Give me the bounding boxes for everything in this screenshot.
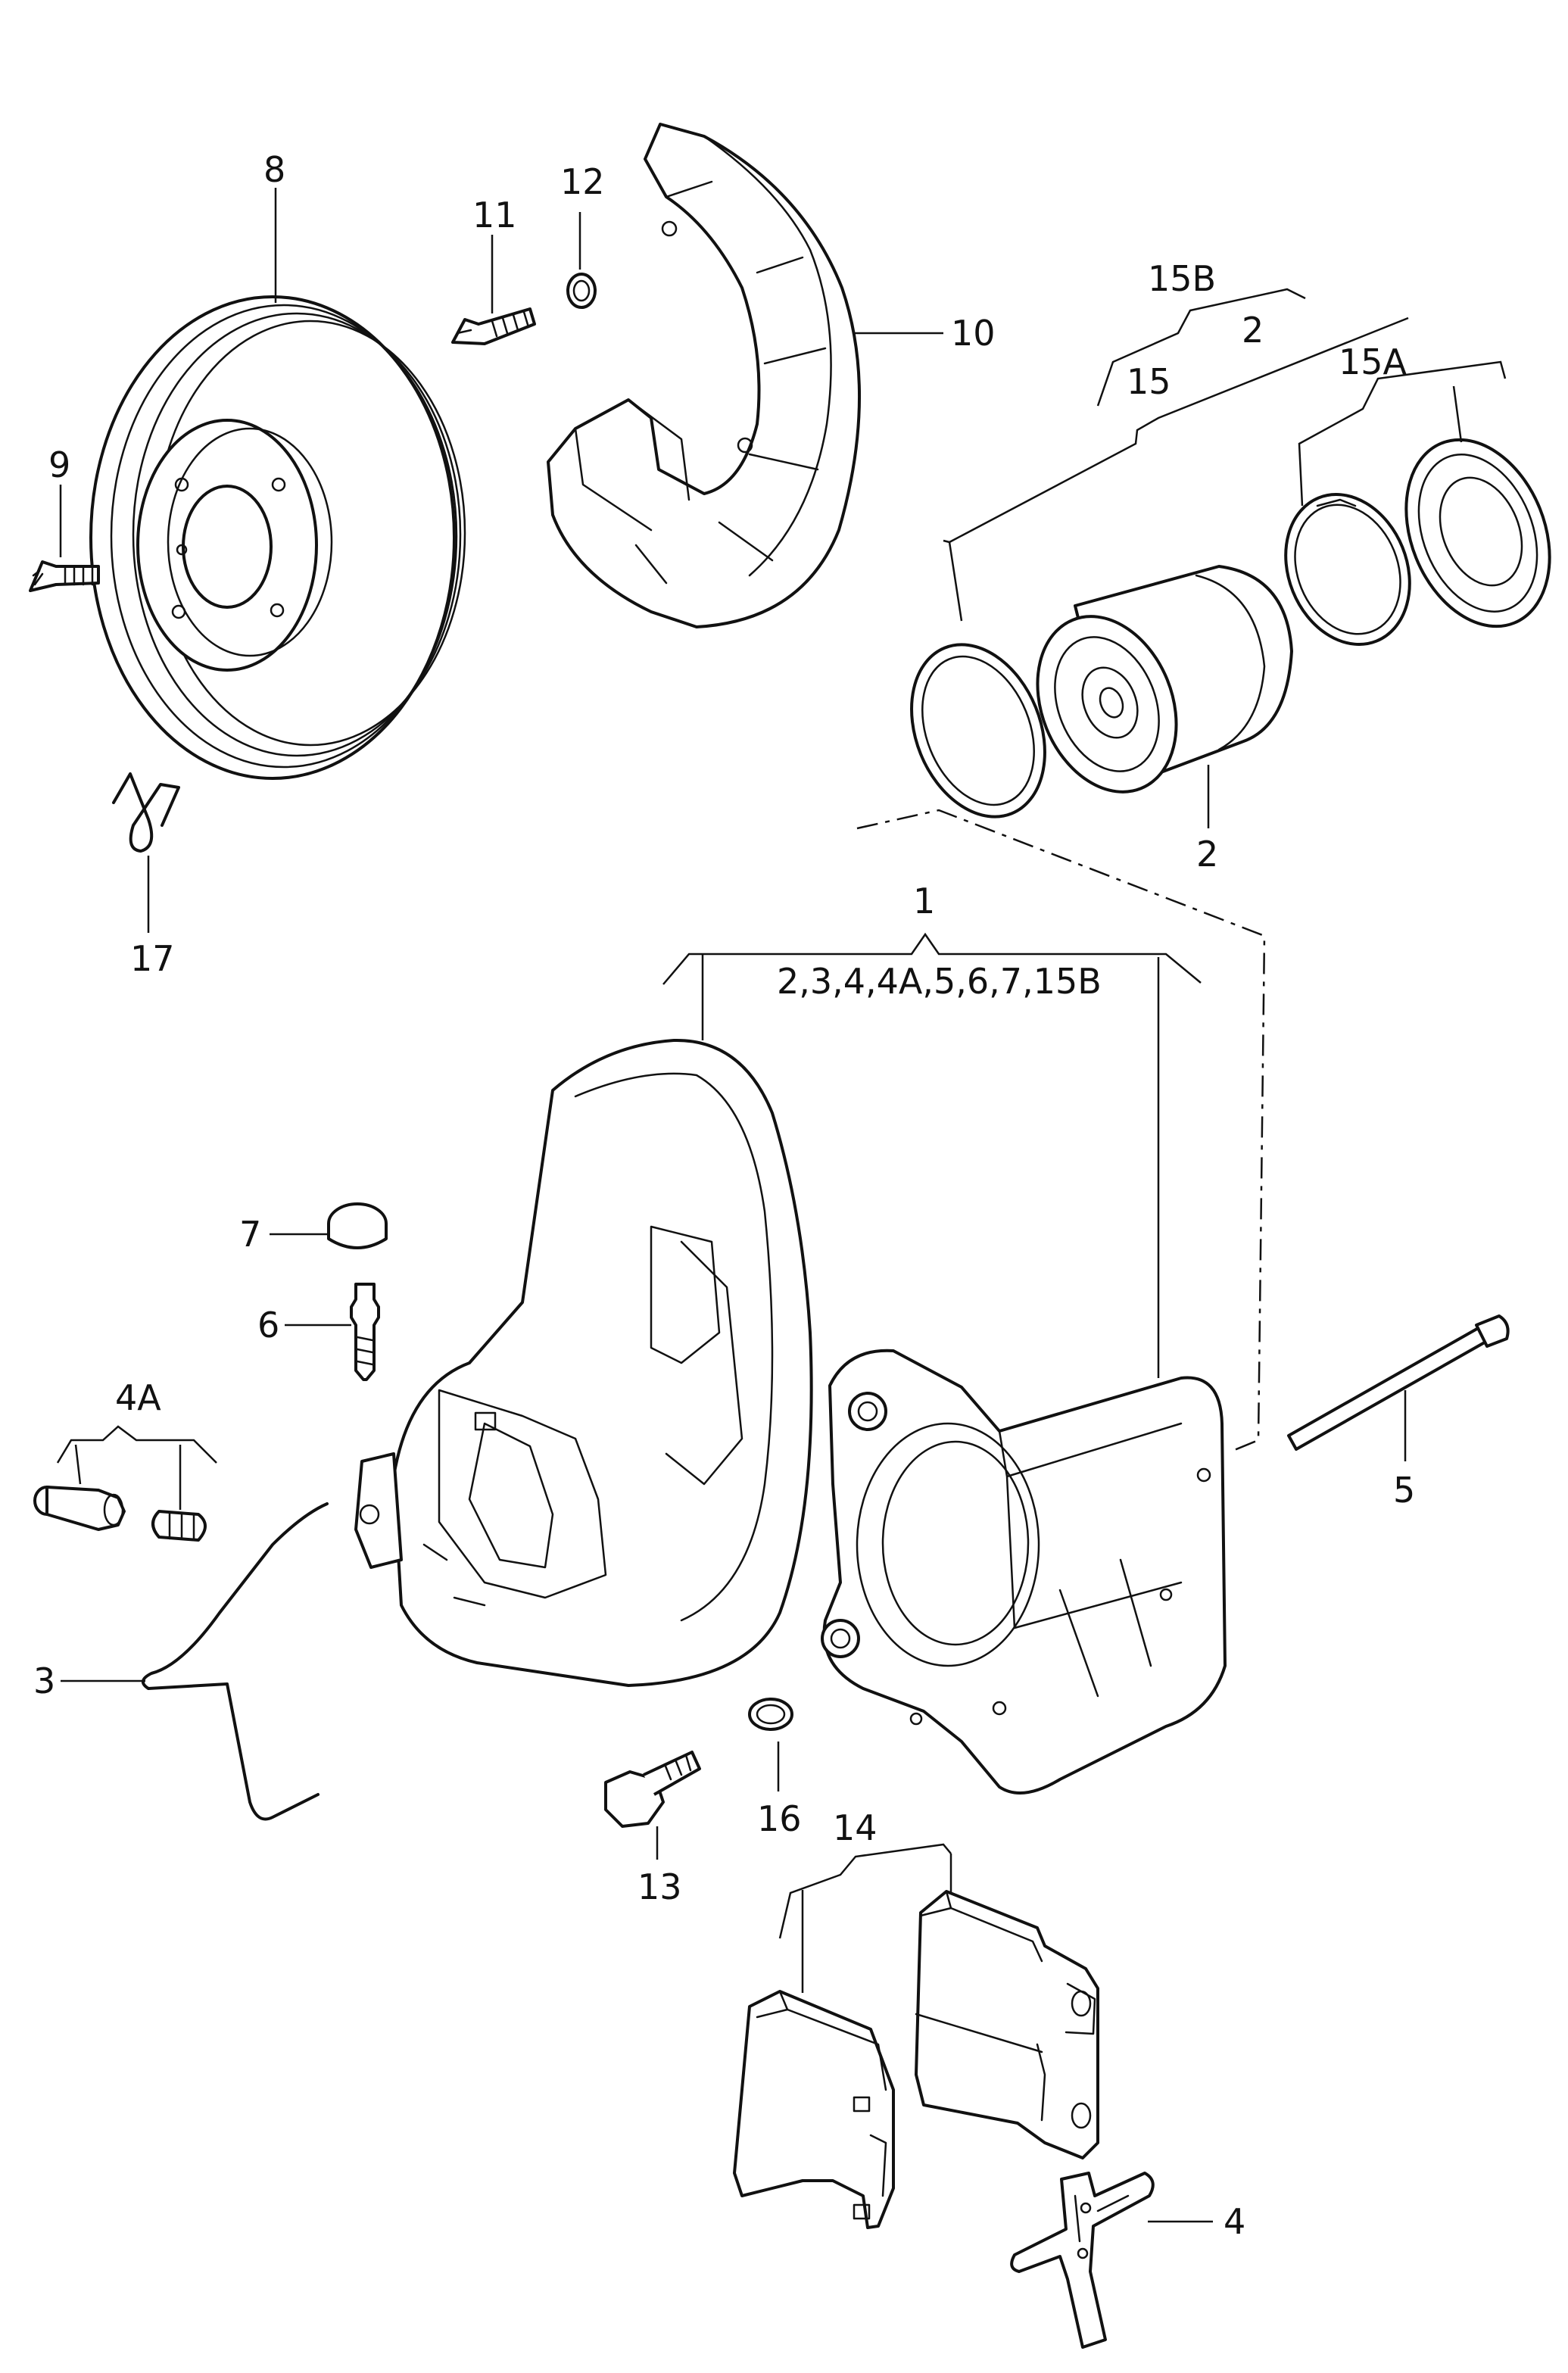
callout-4a: 4A	[115, 1377, 161, 1418]
spring-clip-17	[112, 772, 180, 853]
callout-4: 4	[1224, 2201, 1245, 2242]
callout-6: 6	[257, 1305, 279, 1346]
washer-12	[566, 273, 597, 309]
dust-boot-part	[1404, 438, 1551, 628]
callout-7: 7	[239, 1214, 261, 1255]
callout-8: 8	[263, 149, 285, 190]
callout-12: 12	[560, 161, 605, 202]
callout-3: 3	[33, 1660, 55, 1701]
callout-10: 10	[951, 313, 996, 354]
cap-7	[327, 1202, 388, 1249]
retaining-ring-part	[1284, 493, 1411, 646]
callout-2: 2	[1196, 834, 1218, 875]
brake-pad-outer	[733, 1990, 895, 2229]
callout-labels: 8 9 11 12 10 17 15B 2 15 15A 2 1 2,3,4,4…	[33, 149, 1415, 2242]
anti-rattle-clip-4	[1010, 2172, 1155, 2349]
callout-11: 11	[472, 195, 517, 235]
callout-5: 5	[1393, 1470, 1415, 1511]
shield-screw-11	[451, 307, 536, 345]
wire-spring-3	[142, 1502, 329, 1821]
leader-lines	[56, 188, 1507, 2223]
callout-15a: 15A	[1339, 341, 1407, 382]
assembly-dash-line	[856, 809, 1266, 1452]
callout-9: 9	[48, 444, 70, 485]
caliper-housing-part	[354, 1038, 813, 1687]
piston-part	[1036, 565, 1293, 794]
callout-15b: 15B	[1148, 258, 1216, 299]
piston-seal-part	[910, 643, 1046, 819]
caliper-bracket-part	[821, 1349, 1227, 1795]
brake-disc-part	[89, 295, 466, 780]
bleed-screw-6	[350, 1283, 380, 1381]
callout-16: 16	[757, 1798, 802, 1839]
callout-2-top: 2	[1242, 310, 1264, 351]
disc-screw-9	[29, 560, 100, 592]
hex-bolt-13	[604, 1751, 701, 1828]
callout-17: 17	[130, 938, 175, 979]
callout-15: 15	[1127, 361, 1171, 402]
callout-1: 1	[913, 881, 935, 921]
callout-14: 14	[833, 1807, 878, 1848]
callout-13: 13	[637, 1866, 682, 1907]
brake-pad-inner	[915, 1890, 1099, 2159]
guide-bolt-4a	[33, 1486, 126, 1531]
callout-1-contents: 2,3,4,4A,5,6,7,15B	[777, 961, 1102, 1002]
splash-shield-part	[547, 123, 862, 628]
guide-sleeve-4a	[151, 1510, 207, 1542]
circlip-16	[748, 1698, 793, 1731]
guide-pin-5	[1287, 1314, 1510, 1451]
